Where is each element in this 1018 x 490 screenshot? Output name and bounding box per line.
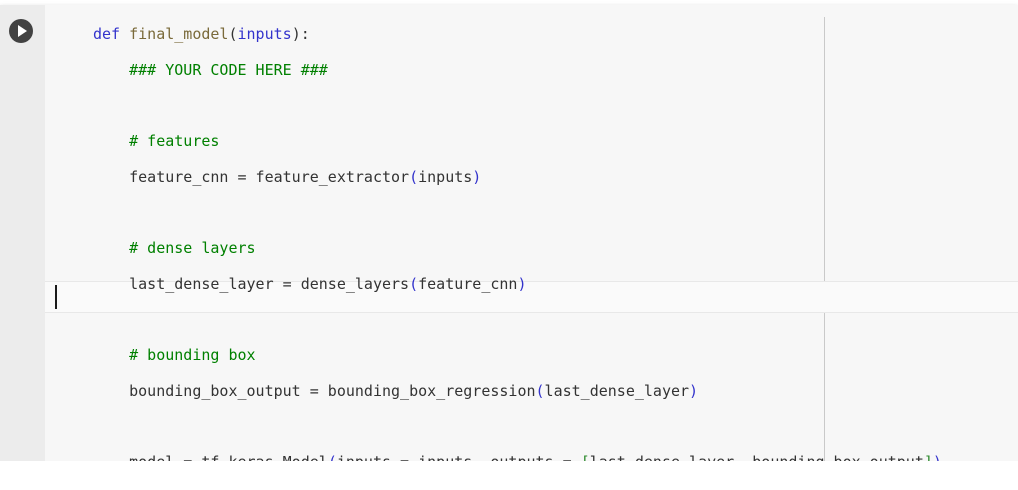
code-line[interactable]: last_dense_layer = dense_layers(feature_…	[45, 267, 1018, 303]
code-line[interactable]: def final_model(inputs):	[45, 17, 1018, 53]
code-text[interactable]: def final_model(inputs): ### YOUR CODE H…	[45, 17, 1018, 461]
play-icon	[18, 25, 27, 37]
code-token: last_dense_layer = dense_layers	[93, 274, 410, 293]
code-token: bounding_box_output = bounding_box_regre…	[93, 381, 536, 400]
code-token: )	[517, 274, 527, 293]
code-token: feature_cnn	[418, 274, 518, 293]
text-caret	[55, 285, 57, 309]
code-line[interactable]: ### YOUR CODE HERE ###	[45, 53, 1018, 89]
code-token: ]	[924, 453, 933, 461]
code-token: # bounding box	[129, 346, 256, 365]
code-token: inputs	[418, 167, 473, 186]
code-line[interactable]	[45, 303, 1018, 339]
code-token: :	[300, 25, 310, 43]
code-token: )	[689, 381, 699, 400]
run-cell-button[interactable]	[9, 19, 33, 43]
code-line[interactable]: feature_cnn = feature_extractor(inputs)	[45, 160, 1018, 196]
code-token	[93, 61, 129, 79]
code-cell[interactable]: def final_model(inputs): ### YOUR CODE H…	[0, 5, 1018, 461]
code-token: # dense layers	[129, 239, 256, 258]
code-token: inputs = inputs, outputs =	[337, 453, 581, 461]
code-token: last_dense_layer	[544, 381, 690, 400]
code-line[interactable]: # dense layers	[45, 231, 1018, 267]
code-line[interactable]: # features	[45, 124, 1018, 160]
code-token: )	[291, 25, 301, 43]
code-line[interactable]: bounding_box_output = bounding_box_regre…	[45, 374, 1018, 410]
active-line-highlight	[45, 281, 1018, 313]
cell-gutter	[0, 5, 45, 461]
code-token: model = tf.keras.Model	[93, 453, 328, 461]
code-token: last_dense_layer, bounding_box_output	[590, 453, 924, 461]
code-token	[120, 25, 129, 43]
code-token: (	[409, 274, 419, 293]
code-editor[interactable]: def final_model(inputs): ### YOUR CODE H…	[45, 5, 1018, 461]
code-token: )	[472, 167, 482, 186]
code-line[interactable]	[45, 195, 1018, 231]
code-token: feature_cnn = feature_extractor	[93, 167, 410, 186]
code-line[interactable]: model = tf.keras.Model(inputs = inputs, …	[45, 445, 1018, 461]
code-token: )	[933, 453, 942, 461]
column-ruler-guide	[824, 17, 825, 461]
code-line[interactable]	[45, 410, 1018, 446]
code-token: # features	[129, 132, 220, 151]
code-token	[93, 239, 129, 257]
code-token: def	[93, 25, 121, 43]
code-token	[93, 132, 129, 150]
page-below-cell	[0, 461, 1018, 490]
code-token: (	[328, 453, 337, 461]
code-token: final_model	[129, 25, 229, 43]
code-token	[93, 346, 129, 364]
code-token: inputs	[237, 25, 292, 43]
code-token: (	[535, 381, 545, 400]
page-top-strip	[0, 0, 1018, 5]
code-token: (	[228, 25, 238, 43]
code-line[interactable]: # bounding box	[45, 338, 1018, 374]
code-token: ### YOUR CODE HERE ###	[129, 60, 328, 79]
code-line[interactable]	[45, 88, 1018, 124]
code-token: [	[581, 453, 590, 461]
code-token: (	[409, 167, 419, 186]
